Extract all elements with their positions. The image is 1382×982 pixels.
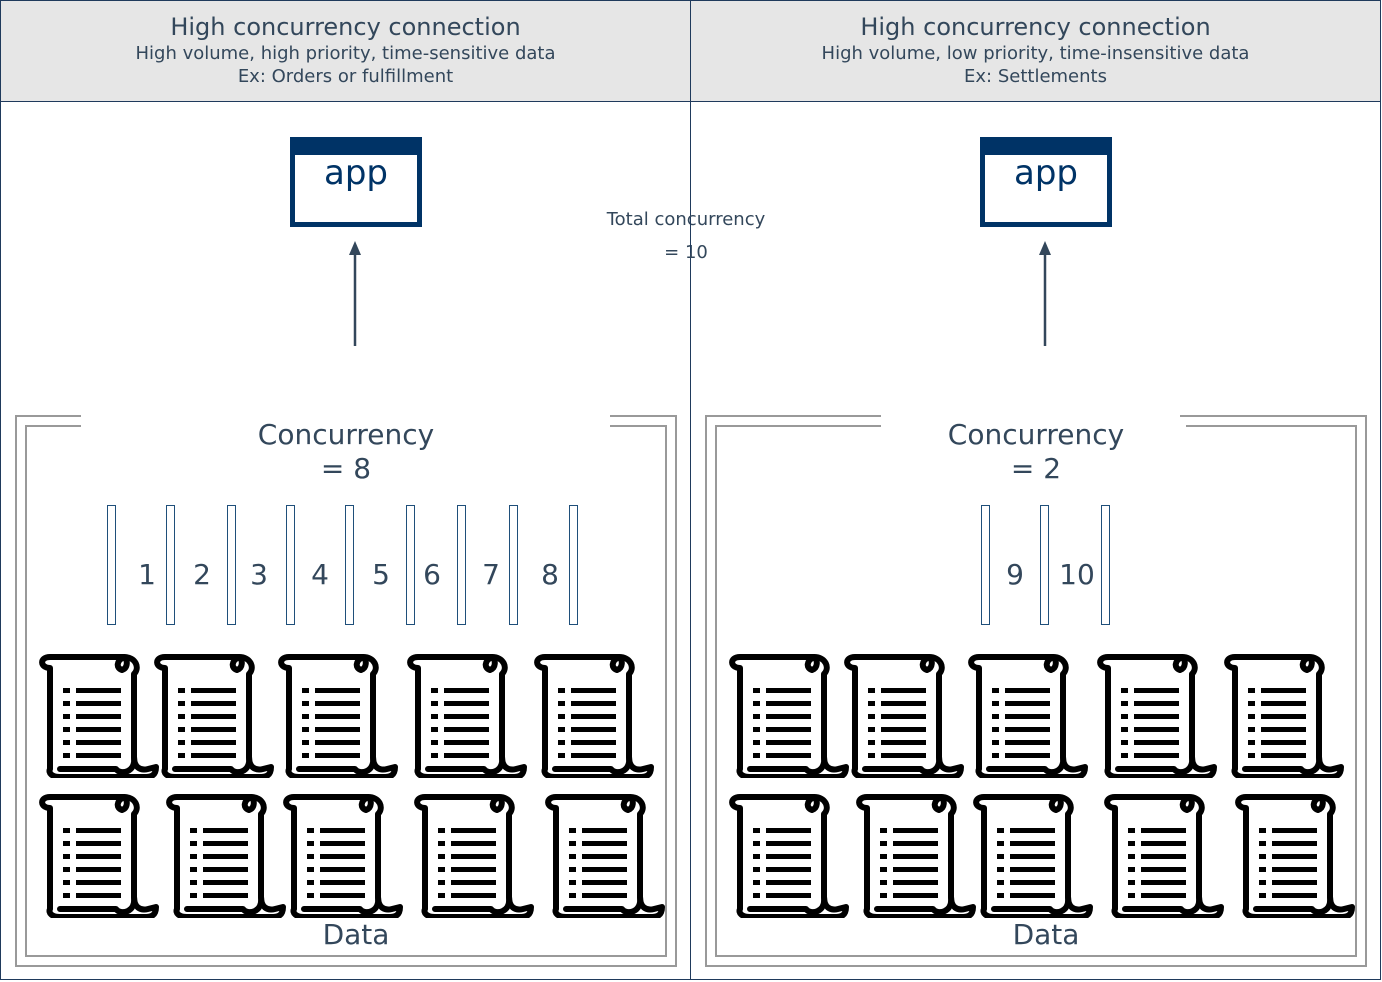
right-concurrency-text: Concurrency xyxy=(947,418,1125,451)
left-data-label: Data xyxy=(322,918,390,951)
scroll-document-icon xyxy=(404,654,528,778)
scroll-document-icon xyxy=(275,654,399,778)
left-frame-inner-top-left xyxy=(25,425,81,427)
right-up-arrow-icon xyxy=(1039,241,1051,346)
scroll-document-icon xyxy=(36,794,160,918)
total-concurrency-label: Total concurrency = 10 xyxy=(590,203,782,269)
scroll-document-icon xyxy=(542,794,666,918)
left-concurrency-text: Concurrency xyxy=(257,418,435,451)
left-frame-inner-top-right xyxy=(610,425,667,427)
right-frame-outer-top-left xyxy=(705,415,881,417)
total-concurrency-value: = 10 xyxy=(664,242,708,263)
scroll-document-icon xyxy=(36,654,160,778)
scroll-document-icon xyxy=(163,794,287,918)
left-slot-number: 4 xyxy=(311,558,329,591)
scroll-document-icon xyxy=(726,654,850,778)
left-header-title: High concurrency connection xyxy=(170,13,521,41)
left-frame-outer-top-right xyxy=(610,415,677,417)
right-app-window-icon: app xyxy=(980,137,1112,227)
scroll-document-icon xyxy=(1101,794,1225,918)
scroll-document-icon xyxy=(411,794,535,918)
left-app-window-icon: app xyxy=(290,137,422,227)
scroll-document-icon xyxy=(1221,654,1345,778)
left-slot-bar xyxy=(286,505,295,625)
right-concurrency-value: = 2 xyxy=(1010,452,1062,485)
left-slot-number: 7 xyxy=(482,558,500,591)
divider-dashed-overlay xyxy=(690,203,691,269)
left-frame-outer xyxy=(15,415,677,967)
scroll-document-icon xyxy=(726,794,850,918)
left-header: High concurrency connection High volume,… xyxy=(1,1,690,102)
left-slot-bar xyxy=(509,505,518,625)
left-slot-number: 6 xyxy=(423,558,441,591)
left-slot-number: 1 xyxy=(138,558,156,591)
right-slot-bar xyxy=(981,505,990,625)
left-concurrency-value: = 8 xyxy=(320,452,372,485)
left-slot-number: 8 xyxy=(541,558,559,591)
right-frame-outer xyxy=(705,415,1367,967)
scroll-document-icon xyxy=(965,654,1089,778)
scroll-document-icon xyxy=(151,654,275,778)
right-slot-number: 10 xyxy=(1059,558,1095,591)
left-frame-outer-top-left xyxy=(15,415,81,417)
scroll-document-icon xyxy=(280,794,404,918)
left-slot-bar xyxy=(569,505,578,625)
right-frame-inner-top-right xyxy=(1180,425,1357,427)
right-data-label: Data xyxy=(1012,918,1080,951)
right-header-example: Ex: Settlements xyxy=(964,66,1107,87)
right-frame-outer-top-right xyxy=(1180,415,1367,417)
left-slot-number: 5 xyxy=(372,558,390,591)
left-app-label: app xyxy=(324,153,388,193)
total-concurrency-text: Total concurrency xyxy=(606,209,766,230)
scroll-document-icon xyxy=(970,794,1094,918)
left-slot-bar xyxy=(345,505,354,625)
scroll-document-icon xyxy=(853,794,977,918)
right-slot-bar xyxy=(1101,505,1110,625)
scroll-document-icon xyxy=(531,654,655,778)
right-header-title: High concurrency connection xyxy=(860,13,1211,41)
left-header-subtitle: High volume, high priority, time-sensiti… xyxy=(135,43,556,64)
right-app-label: app xyxy=(1014,153,1078,193)
right-header: High concurrency connection High volume,… xyxy=(691,1,1380,102)
left-slot-number: 3 xyxy=(250,558,268,591)
left-slot-bar xyxy=(166,505,175,625)
right-header-subtitle: High volume, low priority, time-insensit… xyxy=(821,43,1250,64)
left-slot-bar xyxy=(406,505,415,625)
right-slot-bar xyxy=(1040,505,1049,625)
left-slot-bar xyxy=(457,505,466,625)
left-up-arrow-icon xyxy=(349,241,361,346)
left-slot-bar xyxy=(227,505,236,625)
scroll-document-icon xyxy=(841,654,965,778)
left-slot-bar xyxy=(107,505,116,625)
left-concurrency-label: Concurrency = 8 xyxy=(196,418,496,486)
right-frame-inner xyxy=(715,425,1357,957)
right-slot-number: 9 xyxy=(1006,558,1024,591)
right-concurrency-label: Concurrency = 2 xyxy=(886,418,1186,486)
left-slot-number: 2 xyxy=(193,558,211,591)
right-frame-inner-top-left xyxy=(715,425,881,427)
left-frame-inner xyxy=(25,425,667,957)
left-header-example: Ex: Orders or fulfillment xyxy=(237,66,454,87)
scroll-document-icon xyxy=(1094,654,1218,778)
scroll-document-icon xyxy=(1232,794,1356,918)
